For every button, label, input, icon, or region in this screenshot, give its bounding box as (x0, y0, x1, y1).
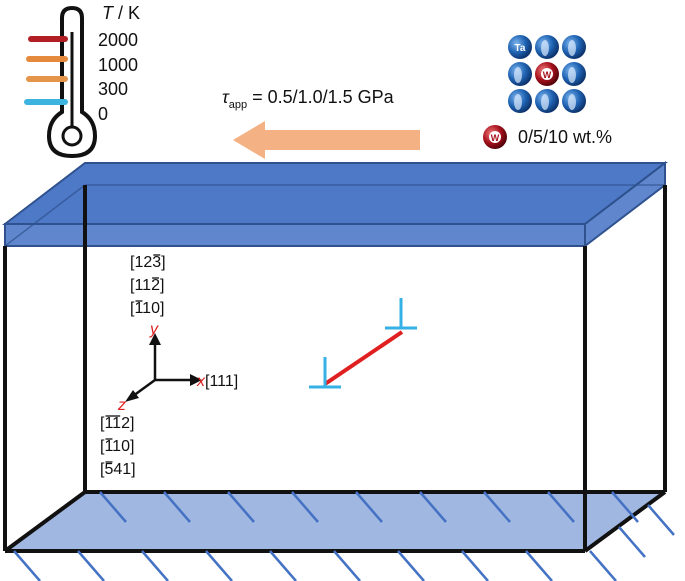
hatch-mark (269, 550, 297, 581)
dislocation-symbol-lower (309, 357, 341, 389)
hatch-mark (227, 491, 255, 523)
hatch-mark (461, 550, 489, 581)
miller-bar: 1 (134, 300, 143, 317)
shear-symbol: τ (222, 87, 230, 107)
top-plate-front (4, 223, 586, 247)
x-axis-label: x (196, 373, 206, 390)
w-atom: W (535, 62, 559, 86)
miller-bar: 11 (104, 415, 121, 432)
hatch-mark (611, 491, 639, 523)
shear-subscript: app (229, 99, 247, 111)
fixed-boundary-hatching (13, 491, 675, 581)
z-direction-3: [541] (100, 461, 136, 478)
miller-open: [12 (130, 254, 152, 271)
z-direction-2: [110] (100, 438, 134, 455)
hatch-mark (397, 550, 425, 581)
hatch-mark (205, 550, 233, 581)
ta-atom-symbol: Ta (515, 43, 526, 54)
hatch-mark (618, 526, 646, 558)
temperature-axis-title: T / K (102, 3, 140, 23)
atom-lattice-icon: TaW (508, 35, 586, 113)
miller-close: ] (161, 254, 165, 271)
temp-bar-1000 (26, 56, 68, 62)
miller-close: 41] (113, 461, 135, 478)
hatch-mark (419, 491, 447, 523)
bottom-plate (5, 492, 665, 551)
temp-tick-1000: 1000 (98, 55, 138, 75)
hatch-mark (163, 491, 191, 523)
temp-bar-2000 (28, 36, 68, 42)
y-axis-label: y (149, 321, 159, 338)
w-atom-symbol: W (543, 70, 552, 80)
miller-open: [ (100, 461, 105, 478)
temperature-level-bars (24, 36, 68, 105)
miller-close: 2] (121, 415, 134, 432)
hatch-mark (141, 550, 169, 581)
hatch-mark (13, 550, 41, 581)
shear-direction-arrow (233, 121, 420, 159)
ta-atom (562, 89, 586, 113)
ta-atom (562, 62, 586, 86)
miller-bar: 2 (151, 277, 160, 294)
temp-bar-0 (24, 99, 68, 105)
hatch-mark (525, 550, 553, 581)
y-direction-2: [112] (130, 277, 164, 294)
tungsten-content-label: 0/5/10 wt.% (518, 127, 612, 147)
ta-atom (508, 89, 532, 113)
hatch-mark (333, 550, 361, 581)
ta-atom (535, 89, 559, 113)
miller-open: [ (100, 438, 105, 455)
ta-atom (562, 35, 586, 59)
hatch-mark (99, 491, 127, 523)
hatch-mark (483, 491, 511, 523)
hatch-mark (589, 550, 617, 581)
temp-bar-300 (26, 76, 68, 82)
hatch-mark (355, 491, 383, 523)
miller-open: [ (130, 300, 135, 317)
x-direction-label: [111] (205, 373, 238, 390)
miller-close: 10] (112, 438, 134, 455)
y-direction-3: [110] (130, 300, 164, 317)
hatch-mark (291, 491, 319, 523)
y-direction-1: [123] (130, 254, 166, 271)
top-plate (2, 162, 668, 225)
temperature-unit: / K (113, 3, 140, 23)
thermometer-icon (46, 5, 98, 159)
hatch-mark (647, 504, 675, 536)
temp-tick-0: 0 (98, 104, 108, 124)
miller-bar: 3 (152, 254, 161, 271)
temperature-symbol: T (102, 3, 115, 23)
shear-values: = 0.5/1.0/1.5 GPa (247, 87, 395, 107)
hatch-mark (77, 550, 105, 581)
miller-open: [11 (130, 277, 151, 294)
z-direction-list: [112][110][541] (100, 415, 136, 478)
dislocation (309, 298, 417, 389)
z-axis-label: z (117, 397, 126, 414)
miller-bar: 5 (104, 461, 113, 478)
miller-open: [ (100, 415, 105, 432)
miller-close: ] (160, 277, 164, 294)
simulation-box (2, 160, 675, 581)
applied-shear-label: τapp = 0.5/1.0/1.5 GPa (222, 87, 395, 111)
miller-close: 10] (142, 300, 164, 317)
w-legend-symbol: W (491, 133, 500, 143)
coordinate-axes (125, 333, 202, 402)
dislocation-line (323, 330, 404, 386)
ta-atom (535, 35, 559, 59)
z-direction-1: [112] (100, 415, 134, 432)
temp-tick-300: 300 (98, 79, 128, 99)
miller-bar: 1 (104, 438, 113, 455)
hatch-mark (547, 491, 575, 523)
w-legend-atom: W (483, 125, 507, 149)
y-direction-list: [123][112][110] (130, 254, 166, 317)
ta-atom (508, 62, 532, 86)
ta-atom: Ta (508, 35, 532, 59)
temp-tick-2000: 2000 (98, 30, 138, 50)
dislocation-symbol-upper (385, 298, 417, 330)
